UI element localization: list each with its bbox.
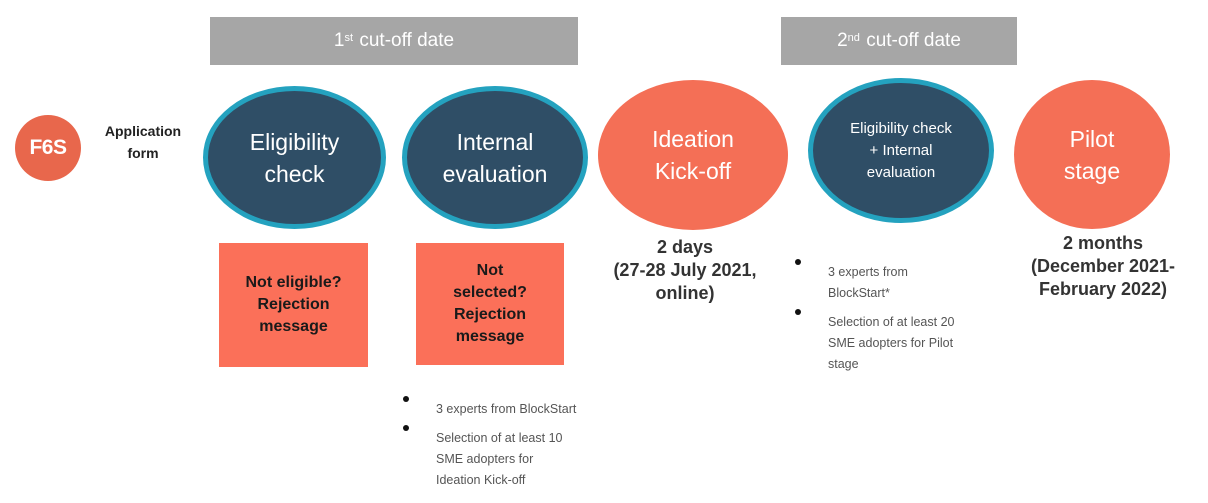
second-bullet-selection: Selection of at least 20 SME adopters fo… bbox=[791, 309, 1011, 375]
not-selected-text: Not selected? Rejection message bbox=[453, 262, 527, 345]
internal-evaluation-stage: Internal evaluation bbox=[402, 86, 588, 229]
ideation-duration: 2 days (27-28 July 2021, online) bbox=[613, 237, 757, 303]
first-bullet-experts: 3 experts from BlockStart bbox=[399, 396, 629, 420]
second-bullet-experts: 3 experts from BlockStart* bbox=[791, 259, 1011, 304]
second-cutoff-number: 2 bbox=[837, 30, 848, 51]
ideation-kickoff-stage: Ideation Kick-off bbox=[598, 80, 788, 230]
pilot-stage-label: Pilot stage bbox=[1063, 125, 1121, 184]
internal-evaluation-label: Internal evaluation bbox=[442, 128, 548, 187]
f6s-logo: F6S bbox=[15, 115, 81, 181]
pilot-stage: Pilot stage bbox=[1014, 80, 1170, 229]
second-cutoff-bullets: 3 experts from BlockStart* Selection of … bbox=[791, 259, 1011, 383]
application-form-label: Application form bbox=[104, 123, 182, 161]
not-eligible-text: Not eligible? Rejection message bbox=[245, 274, 342, 335]
eligibility-check-label: Eligibility check bbox=[249, 128, 340, 187]
second-cutoff-label: cut-off date bbox=[866, 30, 961, 51]
first-cutoff-bullets: 3 experts from BlockStart Selection of a… bbox=[399, 396, 629, 499]
not-selected-box: Not selected? Rejection message bbox=[416, 243, 564, 365]
first-cutoff-label: cut-off date bbox=[359, 30, 455, 51]
eligibility-check-stage: Eligibility check bbox=[203, 86, 386, 229]
first-cutoff-number: 1 bbox=[333, 30, 345, 51]
f6s-logo-text: F6S bbox=[29, 136, 67, 159]
first-bullet-selection: Selection of at least 10 SME adopters fo… bbox=[399, 425, 629, 491]
combined-evaluation-label: Eligibility check + Internal evaluation bbox=[850, 119, 952, 181]
combined-evaluation-stage: Eligibility check + Internal evaluation bbox=[808, 78, 994, 223]
not-eligible-box: Not eligible? Rejection message bbox=[219, 243, 368, 367]
ideation-kickoff-label: Ideation Kick-off bbox=[652, 126, 734, 184]
pilot-duration: 2 months (December 2021- February 2022) bbox=[1030, 233, 1176, 299]
